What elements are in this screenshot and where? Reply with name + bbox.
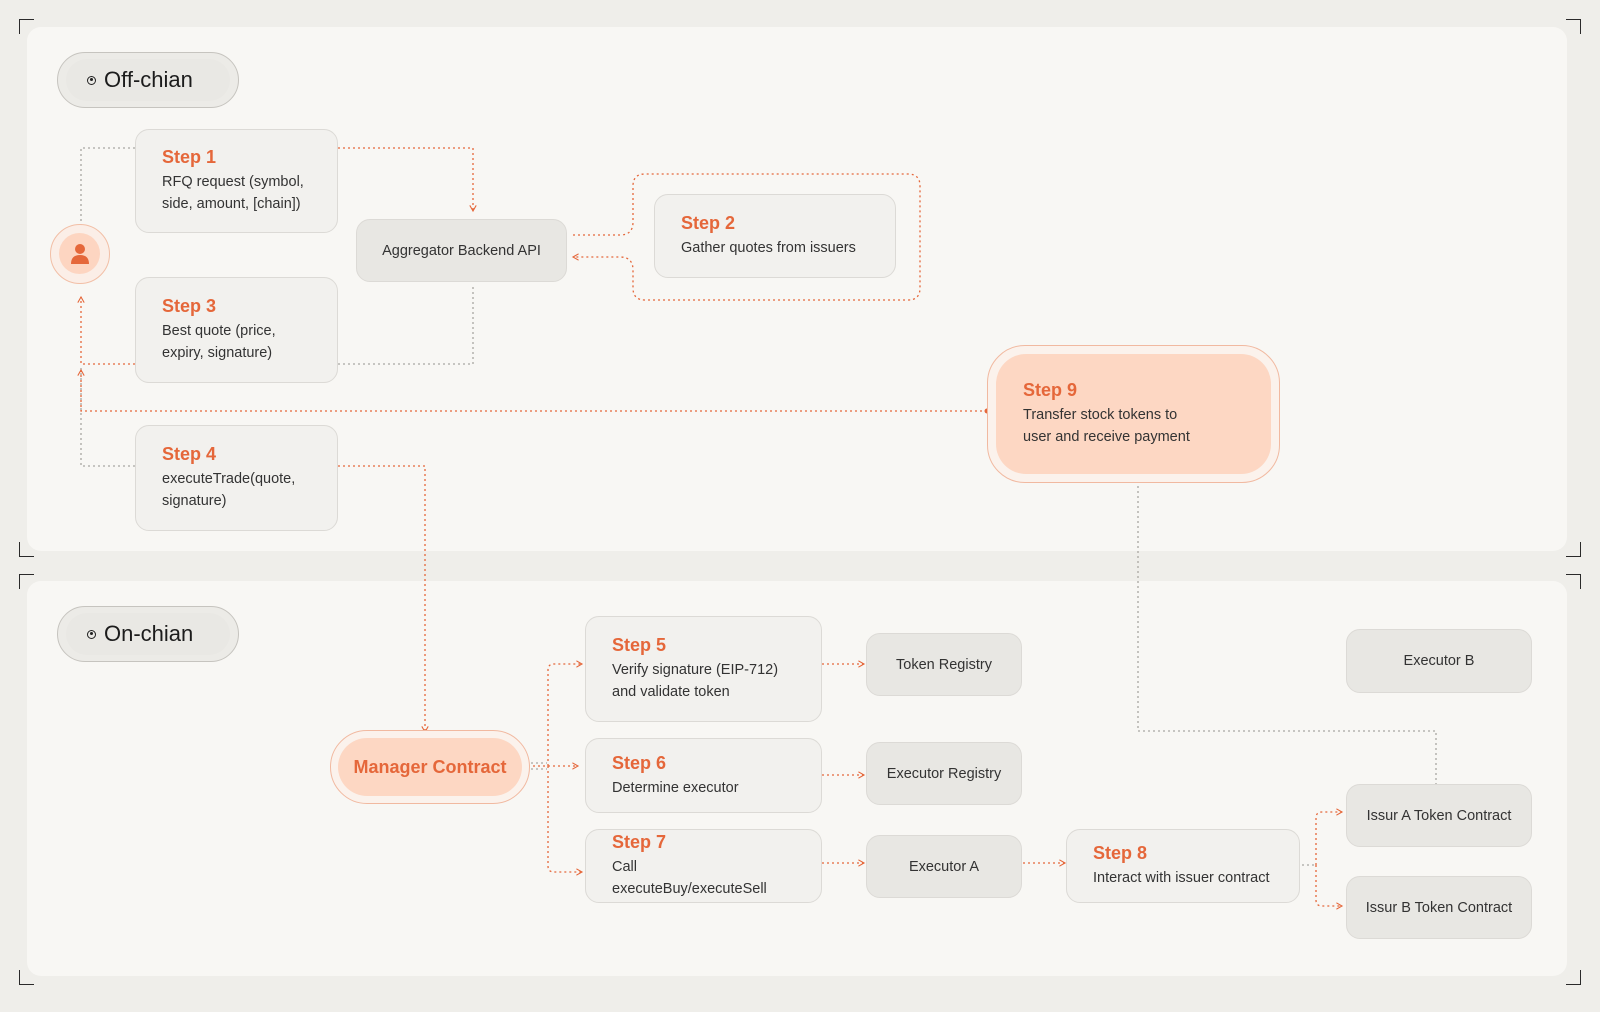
step-1-desc-line: RFQ request (symbol,	[162, 174, 304, 190]
step-7-box: Step 7 Call executeBuy/executeSell	[585, 829, 822, 903]
aggregator-backend-api-node: Aggregator Backend API	[356, 219, 567, 282]
step-1-box: Step 1 RFQ request (symbol, side, amount…	[135, 129, 338, 233]
step-4-desc-line: executeTrade(quote,	[162, 471, 296, 487]
step-5-box: Step 5 Verify signature (EIP-712) and va…	[585, 616, 822, 722]
crop-mark	[1566, 19, 1581, 34]
crop-mark	[19, 19, 34, 34]
executor-registry-node: Executor Registry	[866, 742, 1022, 805]
step-5-desc-line: Verify signature (EIP-712)	[612, 662, 779, 678]
executor-a-node: Executor A	[866, 835, 1022, 898]
step-2-title: Step 2	[681, 213, 736, 233]
radio-dot-icon	[87, 629, 96, 639]
on-chain-zone-label: On-chian	[57, 606, 239, 662]
step-9-desc-line: Transfer stock tokens to	[1023, 407, 1178, 423]
step-5-desc-line: and validate token	[612, 684, 730, 700]
off-chain-label-text: Off-chian	[104, 67, 193, 92]
step-8-title: Step 8	[1093, 843, 1148, 863]
crop-mark	[19, 574, 34, 589]
crop-mark	[1566, 542, 1581, 557]
issuer-a-token-contract-node: Issur A Token Contract	[1346, 784, 1532, 847]
crop-mark	[19, 542, 34, 557]
token-registry-node: Token Registry	[866, 633, 1022, 696]
step-9-title: Step 9	[1023, 380, 1078, 400]
step-7-title: Step 7	[612, 832, 667, 852]
off-chain-zone-label: Off-chian	[57, 52, 239, 108]
step-1-desc-line: side, amount, [chain])	[162, 196, 301, 212]
step-5-title: Step 5	[612, 635, 667, 655]
step-3-box: Step 3 Best quote (price, expiry, signat…	[135, 277, 338, 383]
step-9-desc-line: user and receive payment	[1023, 429, 1190, 445]
step-4-box: Step 4 executeTrade(quote, signature)	[135, 425, 338, 531]
user-node	[50, 224, 110, 284]
user-icon	[70, 243, 89, 264]
step-4-desc-line: signature)	[162, 493, 227, 509]
step-2-box: Step 2 Gather quotes from issuers	[654, 194, 896, 278]
step-6-title: Step 6	[612, 752, 667, 773]
step-9-box: Step 9 Transfer stock tokens to user and…	[987, 345, 1280, 483]
step-1-title: Step 1	[162, 147, 217, 167]
step-3-desc-line: Best quote (price,	[162, 323, 276, 339]
step-3-desc-line: expiry, signature)	[162, 345, 273, 361]
radio-dot-icon	[87, 75, 96, 85]
issuer-b-token-contract-node: Issur B Token Contract	[1346, 876, 1532, 939]
crop-mark	[1566, 970, 1581, 985]
step-7-desc-line: Call executeBuy/executeSell	[612, 859, 767, 897]
step-6-box: Step 6 Determine executor	[585, 738, 822, 813]
crop-mark	[19, 970, 34, 985]
step-8-box: Step 8 Interact with issuer contract	[1066, 829, 1300, 903]
crop-mark	[1566, 574, 1581, 589]
step-4-title: Step 4	[162, 444, 217, 464]
step-2-desc-line: Gather quotes from issuers	[681, 240, 856, 256]
step-3-title: Step 3	[162, 296, 217, 316]
step-8-desc-line: Interact with issuer contract	[1093, 870, 1270, 886]
on-chain-label-text: On-chian	[104, 621, 194, 646]
manager-contract-node: Manager Contract	[330, 730, 530, 804]
manager-contract-label: Manager Contract	[338, 738, 522, 796]
executor-b-node: Executor B	[1346, 629, 1532, 693]
step-6-desc-line: Determine executor	[612, 779, 739, 796]
